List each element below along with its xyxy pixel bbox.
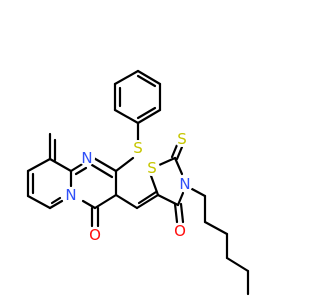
bond xyxy=(113,69,140,86)
sulfur-atom-label: S xyxy=(147,159,157,177)
atom-s-phenyl: S xyxy=(130,139,146,157)
structure-diagram: N N S O S S N O xyxy=(26,69,250,296)
atom-n-thiazole: N xyxy=(177,175,193,193)
atom-o-thiazole: O xyxy=(172,222,188,240)
bond xyxy=(90,163,114,179)
sulfur-atom-label: S xyxy=(133,139,143,157)
molecule-canvas: N N S O S S N O xyxy=(26,69,250,296)
bond xyxy=(81,199,97,210)
bond xyxy=(135,193,160,210)
atom-s-thiazole: S xyxy=(144,159,160,177)
bond xyxy=(93,193,118,210)
bond xyxy=(190,187,207,198)
bond xyxy=(74,166,88,176)
bond xyxy=(48,199,64,210)
oxygen-atom-label: O xyxy=(174,222,186,240)
oxygen-atom-label: O xyxy=(89,226,101,244)
bond xyxy=(155,156,177,168)
bond xyxy=(173,202,179,224)
bond xyxy=(136,106,157,120)
bond xyxy=(114,156,135,173)
atom-o-pyr: O xyxy=(87,226,103,244)
bond xyxy=(203,220,229,236)
bond xyxy=(136,74,157,88)
bond xyxy=(69,161,86,173)
bond xyxy=(176,191,185,207)
bond xyxy=(225,256,250,273)
atom-layer: N N S O S S N O xyxy=(63,130,193,244)
bond xyxy=(175,145,184,161)
nitrogen-atom-label: N xyxy=(65,186,76,204)
bond xyxy=(136,69,162,86)
bond-layer xyxy=(26,69,250,296)
bond xyxy=(26,157,52,173)
bond xyxy=(137,190,158,205)
sulfur-atom-label: S xyxy=(177,130,187,148)
bond xyxy=(26,194,52,210)
nitrogen-atom-label: N xyxy=(179,175,190,193)
bond xyxy=(148,171,160,197)
bond xyxy=(170,143,179,159)
bond xyxy=(50,196,62,205)
bond xyxy=(179,202,185,224)
bond xyxy=(48,157,73,173)
bond xyxy=(136,108,162,125)
bond xyxy=(90,155,118,173)
bond xyxy=(113,108,140,125)
atom-n-top: N xyxy=(79,149,95,167)
atom-s-thione: S xyxy=(174,130,190,148)
bond xyxy=(114,193,139,210)
nitrogen-atom-label: N xyxy=(81,149,92,167)
bond xyxy=(173,156,184,176)
atom-n-ring: N xyxy=(63,186,79,204)
